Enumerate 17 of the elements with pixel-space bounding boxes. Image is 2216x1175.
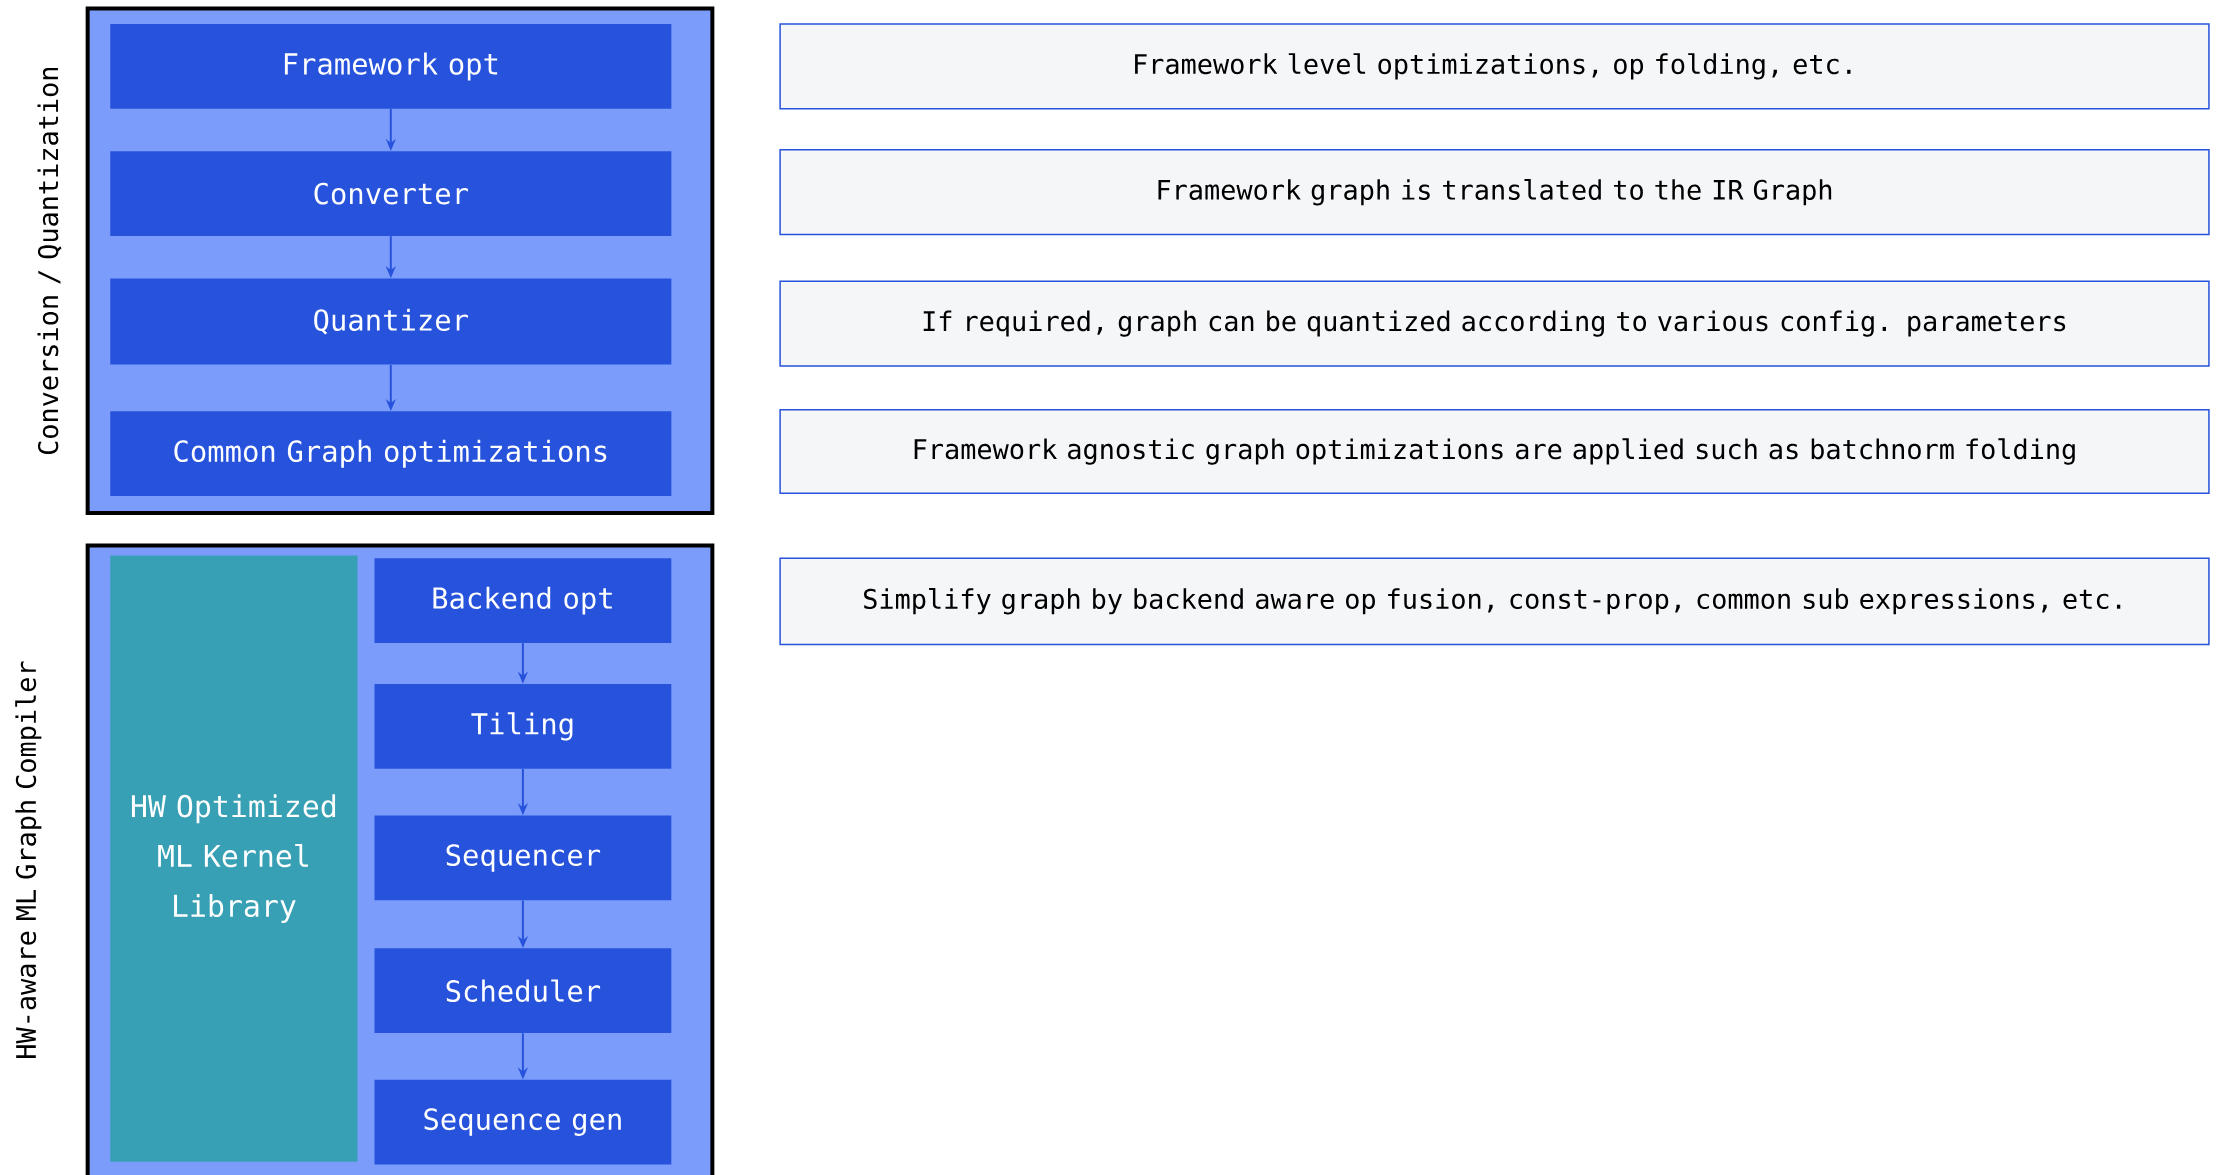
description-box: Framework level optimizations, op folding, etc. — [779, 23, 2210, 110]
process-box: Backend opt — [374, 558, 672, 643]
process-box: Framework opt — [110, 24, 672, 109]
description-box: Framework graph is translated to the IR Graph — [779, 149, 2210, 236]
node-label: Conversion / Quantization — [37, 67, 62, 455]
process-box: Converter — [110, 151, 672, 236]
process-box: Tiling — [374, 684, 672, 769]
library-box: HW Optimized ML Kernel Library — [110, 555, 358, 1162]
description-box: Simplify graph by backend aware op fusion, const-prop, common sub expressions, etc. — [779, 557, 2210, 646]
node-label: HW-aware ML Graph Compiler — [15, 661, 42, 1058]
process-box: Quantizer — [110, 278, 672, 365]
process-box: Scheduler — [374, 948, 672, 1034]
process-box: Sequence gen — [374, 1079, 672, 1165]
process-box: Common Graph optimizations — [110, 411, 672, 497]
process-box: Sequencer — [374, 815, 672, 901]
description-box: Framework agnostic graph optimizations are applied such as batchnorm folding — [779, 409, 2210, 494]
description-box: If required, graph can be quantized according to various config. parameters — [779, 280, 2210, 367]
